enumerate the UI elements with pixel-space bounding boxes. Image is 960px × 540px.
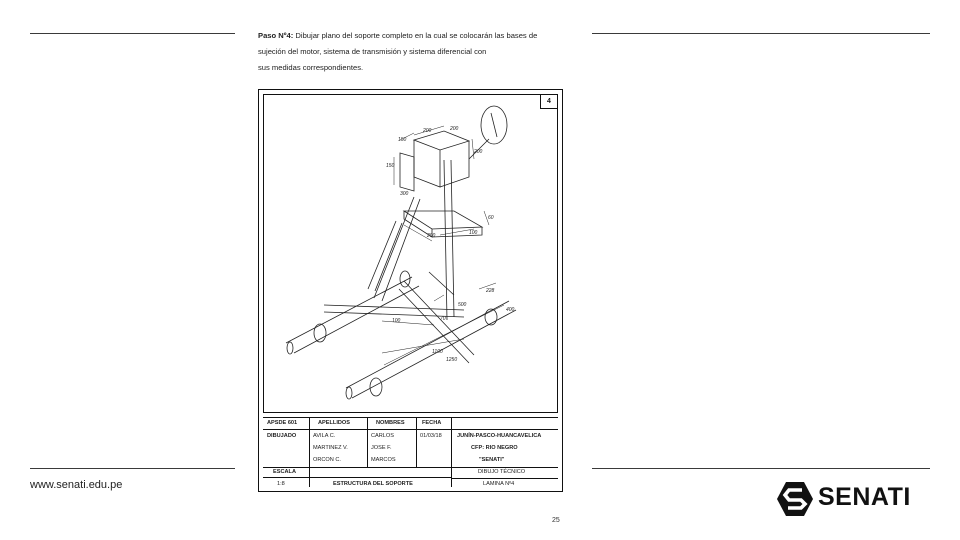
drawing-frame: 4 <box>263 94 558 413</box>
instruction-line-3: sus medidas correspondientes. <box>258 63 364 72</box>
org-line-1: JUNÍN-PASCO-HUANCAVELICA <box>457 433 542 439</box>
surname-3: ORCON C. <box>313 457 341 463</box>
dim-100-platform: 100 <box>469 230 478 236</box>
top-left-rule <box>30 33 235 34</box>
bottom-right-rule <box>592 468 930 469</box>
scale-value: 1:8 <box>277 481 285 487</box>
top-right-rule <box>592 33 930 34</box>
step-instructions: Paso Nº4: Dibujar plano del soporte comp… <box>258 28 570 76</box>
senati-s-icon <box>777 482 813 516</box>
drawing-date: 01/03/18 <box>420 433 442 439</box>
dim-1250: 1250 <box>446 357 457 363</box>
subject: DIBUJO TÉCNICO <box>478 469 526 475</box>
name-2: JOSE F. <box>371 445 392 451</box>
step-label: Paso Nº4: <box>258 31 294 40</box>
name-1: CARLOS <box>371 433 395 439</box>
bottom-left-rule <box>30 468 235 469</box>
dim-200-box-height: 200 <box>473 149 483 155</box>
page-number: 25 <box>552 517 560 524</box>
header-surnames: APELLIDOS <box>318 420 351 426</box>
sheet-number: 4 <box>540 95 557 109</box>
header-names: NOMBRES <box>376 420 405 426</box>
scale-label: ESCALA <box>273 469 296 475</box>
dim-60: 60 <box>488 215 494 221</box>
dim-150-left: 150 <box>398 137 407 143</box>
title-block: APSDE 601 APELLIDOS NOMBRES FECHA DIBUJA… <box>263 417 558 487</box>
org-line-3: "SENATI" <box>479 457 505 463</box>
dim-400: 400 <box>506 307 515 313</box>
drawn-by-label: DIBUJADO <box>267 433 297 439</box>
dim-300: 300 <box>400 191 409 197</box>
org-line-2: CFP: RIO NEGRO <box>471 445 518 451</box>
instruction-line-2: sujeción del motor, sistema de transmisi… <box>258 47 487 56</box>
support-structure-drawing: 200 200 150 150 200 300 60 200 100 100 7… <box>285 105 517 400</box>
surname-2: MARTINEZ V. <box>313 445 348 451</box>
name-3: MARCOS <box>371 457 396 463</box>
dim-200-top: 200 <box>422 128 432 134</box>
dim-228: 228 <box>485 288 495 294</box>
dim-200-platform: 200 <box>426 233 436 239</box>
header-group: APSDE 601 <box>267 420 298 426</box>
drawing-title: ESTRUCTURA DEL SOPORTE <box>333 481 413 487</box>
dim-150-vertical: 150 <box>386 163 395 169</box>
header-date: FECHA <box>422 420 442 426</box>
dim-70: 70 <box>440 316 446 322</box>
dim-100-base: 100 <box>392 318 401 324</box>
dim-200-box-side: 200 <box>449 126 459 132</box>
drawing-sheet: 4 <box>258 89 563 492</box>
senati-logo: SENATI <box>776 481 932 517</box>
dim-1100: 1100 <box>432 349 443 355</box>
dim-500: 500 <box>458 302 467 308</box>
surname-1: AVILA C. <box>313 433 336 439</box>
footer-url[interactable]: www.senati.edu.pe <box>30 479 123 491</box>
instruction-line-1: Dibujar plano del soporte completo en la… <box>295 31 538 40</box>
logo-text: SENATI <box>818 483 911 511</box>
sheet-label: LAMINA Nº4 <box>483 481 515 487</box>
